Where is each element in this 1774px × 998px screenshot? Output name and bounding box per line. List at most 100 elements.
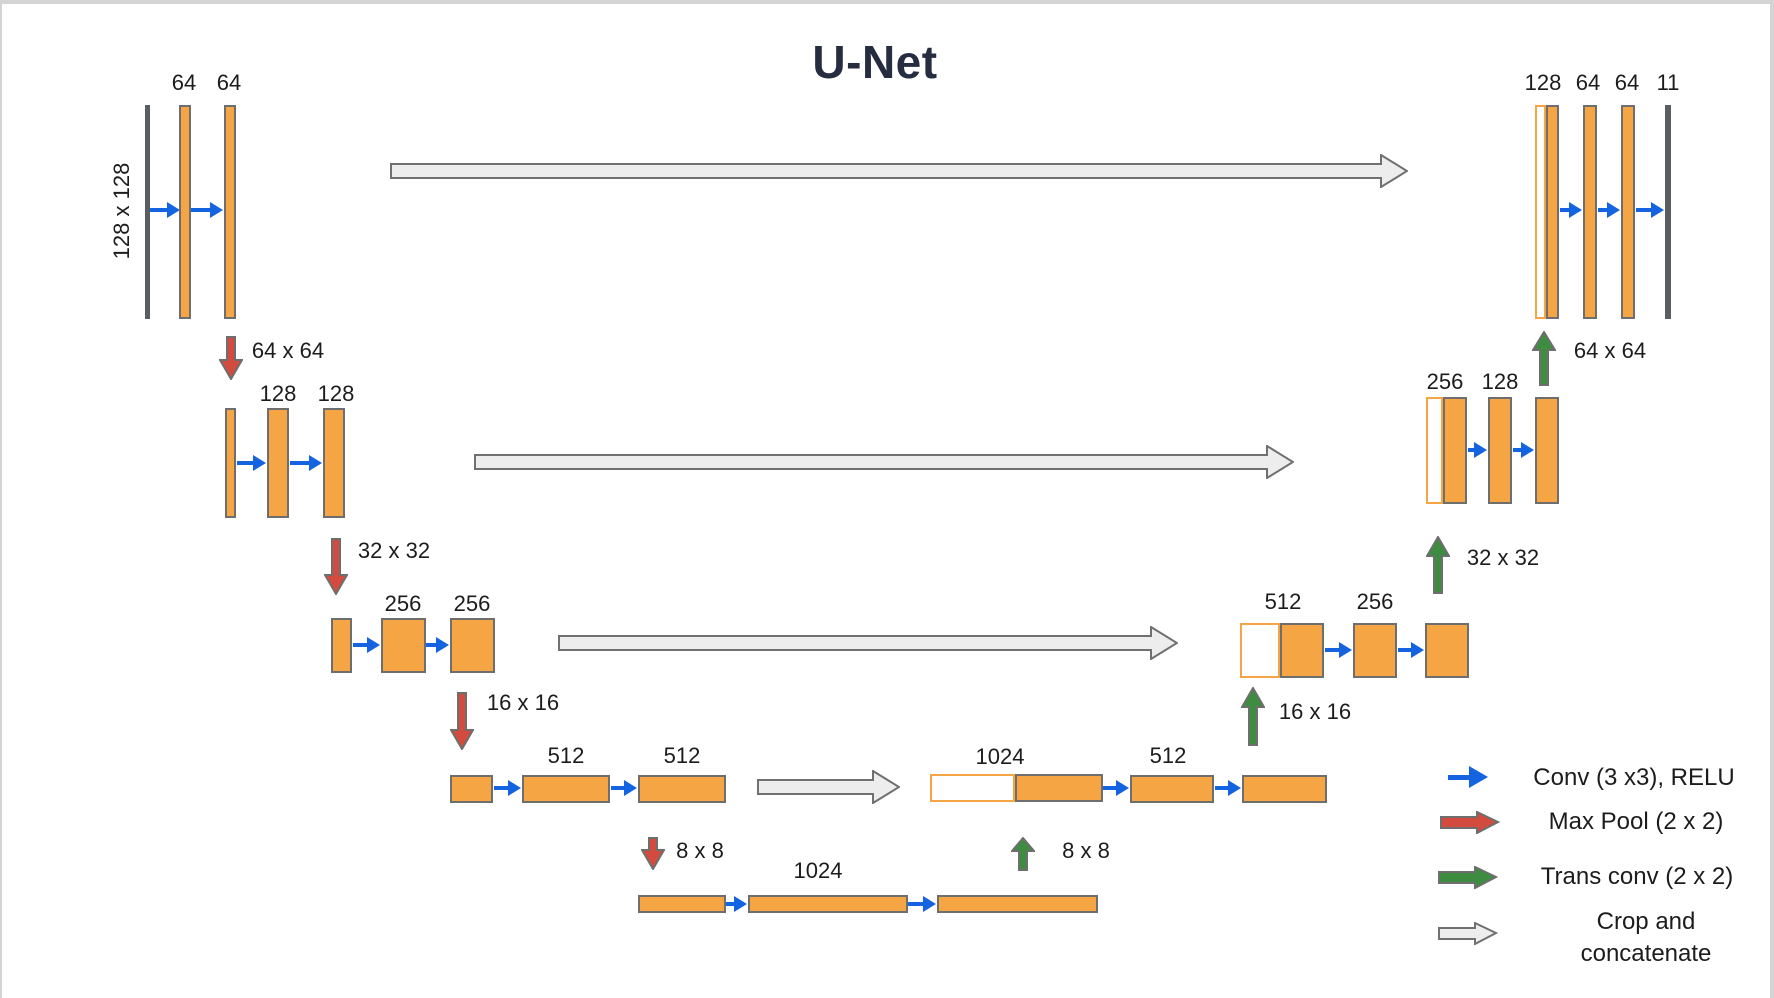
- conv-arrow-icon: [1103, 779, 1129, 797]
- dec4-concat-channels-label: 1024: [975, 744, 1025, 769]
- conv-arrow-icon: [1215, 779, 1241, 797]
- conv-arrow-icon: [726, 895, 747, 913]
- conv-arrow-icon: [1468, 441, 1487, 459]
- enc2-channels-label-2: 128: [317, 381, 355, 406]
- enc4-channels-label-2: 512: [663, 743, 701, 768]
- conv-arrow-icon: [1398, 641, 1424, 659]
- conv-arrow-icon: [191, 201, 223, 219]
- dec1-feature-bar-1: [1583, 105, 1597, 319]
- conv-arrow-icon: [290, 454, 322, 472]
- dec2-skip-bar: [1426, 397, 1443, 504]
- legend-transconv-arrow-icon: [1438, 866, 1498, 889]
- transconv-arrow-icon: [1426, 536, 1450, 594]
- dec3-concat-channels-label: 512: [1264, 589, 1302, 614]
- enc2-pooled-bar: [225, 408, 236, 518]
- dec3-skip-box: [1240, 623, 1280, 678]
- conv-arrow-icon: [611, 779, 637, 797]
- up3-size-label: 16 x 16: [1278, 699, 1352, 724]
- transconv-arrow-icon: [1532, 331, 1556, 386]
- pool4-size-label: 8 x 8: [676, 838, 724, 863]
- bottleneck-feature-bar-2: [937, 895, 1098, 913]
- dec4-feature-box-2: [1242, 775, 1327, 803]
- enc4-pooled-box: [450, 775, 493, 803]
- dec3-upsampled-box: [1280, 623, 1324, 678]
- dec2-concat-channels-label: 256: [1426, 369, 1464, 394]
- enc4-feature-box-1: [522, 775, 610, 803]
- dec1-channels-label-1: 64: [1575, 70, 1601, 95]
- conv-arrow-icon: [426, 636, 449, 654]
- legend-crop-arrow-icon: [1438, 922, 1498, 945]
- dec3-feature-box-1: [1353, 623, 1397, 678]
- dec3-feature-box-2: [1425, 623, 1469, 678]
- diagram-title: U-Net: [812, 36, 938, 88]
- enc1-channels-label-2: 64: [216, 70, 242, 95]
- skip-arrow-level2-icon: [474, 445, 1294, 479]
- conv-arrow-icon: [1560, 201, 1582, 219]
- bottleneck-feature-bar-1: [748, 895, 908, 913]
- enc3-feature-box-1: [381, 618, 426, 673]
- legend-crop-label-line1: Crop and: [1596, 908, 1696, 935]
- enc4-channels-label-1: 512: [547, 743, 585, 768]
- enc3-channels-label-1: 256: [384, 591, 422, 616]
- skip-arrow-level3-icon: [558, 626, 1178, 660]
- dec2-channels-label: 128: [1481, 369, 1519, 394]
- bottleneck-channels-label: 1024: [793, 858, 843, 883]
- legend-crop-label-line2: concatenate: [1580, 940, 1712, 967]
- up4-size-label: 8 x 8: [1062, 838, 1110, 863]
- conv-arrow-icon: [494, 779, 521, 797]
- enc1-feature-bar-2: [224, 105, 236, 319]
- right-edge-strip: [1770, 0, 1774, 998]
- dec4-upsampled-box: [1015, 774, 1103, 802]
- dec4-feature-box-1: [1130, 775, 1214, 803]
- conv-arrow-icon: [1598, 201, 1620, 219]
- up1-size-label: 64 x 64: [1573, 338, 1647, 363]
- skip-arrow-level1-icon: [390, 154, 1408, 188]
- top-edge-strip: [0, 0, 1774, 4]
- pool1-size-label: 64 x 64: [251, 338, 325, 363]
- enc1-feature-bar-1: [179, 105, 191, 319]
- maxpool-arrow-icon: [450, 692, 474, 750]
- enc2-feature-bar-1: [267, 408, 289, 518]
- input-size-label: 128 x 128: [109, 162, 134, 260]
- enc3-feature-box-2: [450, 618, 495, 673]
- conv-arrow-icon: [237, 454, 266, 472]
- dec1-channels-label-2: 64: [1614, 70, 1640, 95]
- enc2-feature-bar-2: [323, 408, 345, 518]
- bottleneck-pooled-bar: [638, 895, 726, 913]
- input-image-line: [145, 105, 150, 319]
- up2-size-label: 32 x 32: [1466, 545, 1540, 570]
- pool2-size-label: 32 x 32: [357, 538, 431, 563]
- legend-maxpool-label: Max Pool (2 x 2): [1548, 808, 1724, 835]
- maxpool-arrow-icon: [324, 538, 348, 595]
- dec4-skip-box: [930, 774, 1015, 802]
- enc3-pooled-box: [331, 618, 352, 673]
- conv-arrow-icon: [1636, 201, 1664, 219]
- dec1-upsampled-bar: [1546, 105, 1559, 319]
- conv-arrow-icon: [353, 636, 380, 654]
- conv-arrow-icon: [150, 201, 180, 219]
- enc3-channels-label-2: 256: [453, 591, 491, 616]
- legend-transconv-label: Trans conv (2 x 2): [1540, 863, 1734, 890]
- legend-maxpool-arrow-icon: [1440, 811, 1500, 834]
- dec2-feature-bar-2: [1535, 397, 1559, 504]
- transconv-arrow-icon: [1241, 687, 1265, 746]
- dec2-feature-bar-1: [1488, 397, 1512, 504]
- maxpool-arrow-icon: [219, 336, 243, 380]
- dec1-feature-bar-2: [1621, 105, 1635, 319]
- skip-arrow-level4-icon: [757, 770, 900, 804]
- legend-conv-arrow-icon: [1448, 766, 1488, 788]
- dec3-channels-label: 256: [1356, 589, 1394, 614]
- dec4-channels-label: 512: [1149, 743, 1187, 768]
- pool3-size-label: 16 x 16: [486, 690, 560, 715]
- legend-conv-label: Conv (3 x3), RELU: [1533, 764, 1735, 791]
- dec1-output-channels-label: 11: [1656, 70, 1680, 95]
- left-edge-strip: [0, 0, 2, 998]
- output-map-line: [1665, 105, 1671, 319]
- enc1-channels-label-1: 64: [171, 70, 197, 95]
- enc2-channels-label-1: 128: [259, 381, 297, 406]
- maxpool-arrow-icon: [641, 837, 665, 870]
- enc4-feature-box-2: [638, 775, 726, 803]
- conv-arrow-icon: [1325, 641, 1352, 659]
- transconv-arrow-icon: [1011, 837, 1035, 871]
